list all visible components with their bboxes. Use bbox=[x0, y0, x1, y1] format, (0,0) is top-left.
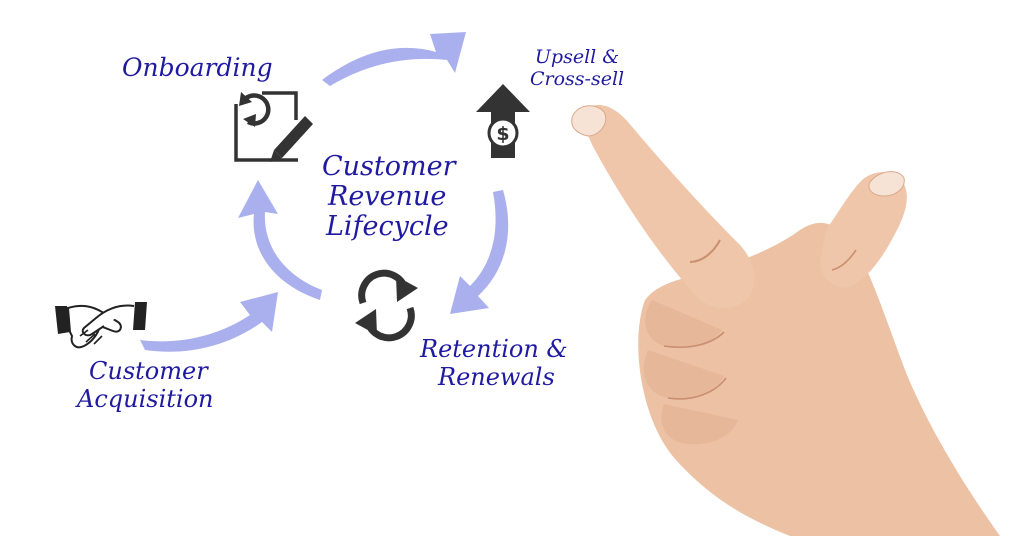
arrow-acquisition-to-cycle bbox=[140, 292, 278, 352]
onboarding-label-text: Onboarding bbox=[122, 53, 273, 82]
retention-label-line2: Renewals bbox=[438, 362, 555, 391]
acquisition-label-line1: Customer bbox=[89, 357, 208, 385]
recycle-arrows-icon bbox=[355, 269, 418, 342]
dollar-glyph: $ bbox=[496, 123, 509, 145]
center-title-line2: Revenue bbox=[328, 181, 447, 213]
arrow-to-onboarding bbox=[238, 180, 322, 300]
cycle-arrows bbox=[140, 32, 509, 352]
center-title: Customer Revenue Lifecycle bbox=[322, 151, 456, 243]
dollar-up-arrow-icon: $ bbox=[476, 84, 530, 158]
center-title-line3: Lifecycle bbox=[326, 211, 449, 243]
handshake-icon bbox=[55, 302, 147, 349]
upsell-label-line2: Cross-sell bbox=[530, 67, 625, 90]
retention-label: Retention & Renewals bbox=[420, 335, 568, 391]
acquisition-label-line2: Acquisition bbox=[77, 384, 214, 413]
upsell-label: Upsell & Cross-sell bbox=[530, 46, 625, 91]
retention-label-line1: Retention & bbox=[420, 335, 568, 363]
onboarding-label: Onboarding bbox=[122, 53, 273, 83]
acquisition-label: Customer Acquisition bbox=[77, 357, 214, 413]
onboarding-refresh-edit-icon bbox=[234, 91, 313, 162]
pointing-hand bbox=[571, 104, 1000, 536]
arrow-onboarding-to-upsell bbox=[322, 32, 466, 86]
upsell-label-line1: Upsell & bbox=[534, 46, 620, 68]
arrow-upsell-to-retention bbox=[450, 190, 509, 314]
center-title-line1: Customer bbox=[322, 151, 456, 182]
